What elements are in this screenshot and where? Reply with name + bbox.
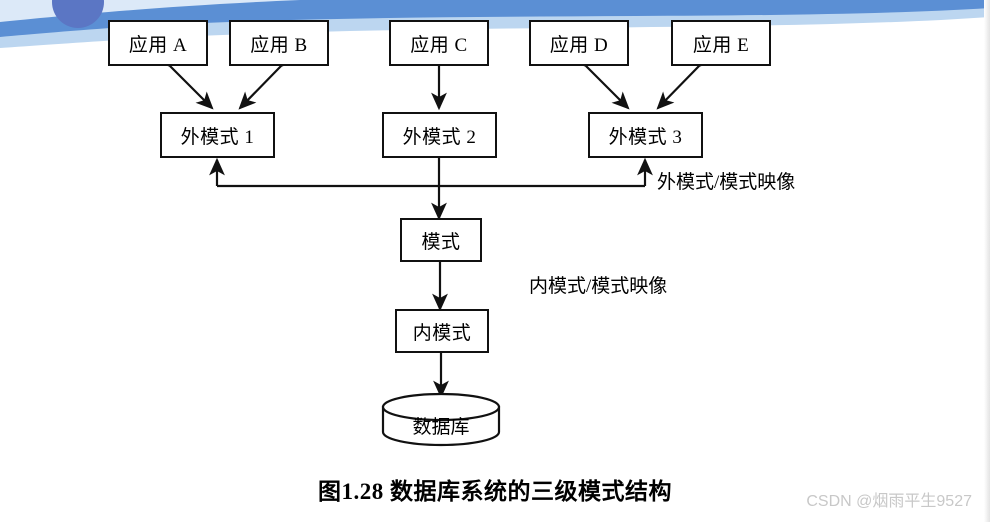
app-box-b[interactable]: 应用 B [229,20,329,66]
external-schema-mapping-text: 外模式/模式映像 [657,172,796,193]
conceptual-schema-label: 模式 [421,231,461,253]
page-right-edge-shadow [984,0,990,522]
csdn-watermark-text: CSDN @烟雨平生9527 [806,493,972,510]
external-schema-box-2[interactable]: 外模式 2 [382,112,497,158]
app-box-a-label: 应用 A [128,34,188,56]
external-schema-mapping-label: 外模式/模式映像 [657,167,795,194]
arrow-app-a-to-external-1 [153,49,214,110]
database-cylinder-shape [381,392,501,447]
conceptual-schema-box[interactable]: 模式 [400,218,482,262]
internal-schema-mapping-text: 内模式/模式映像 [529,276,668,297]
app-box-c[interactable]: 应用 C [389,20,489,66]
diagram-connectors [153,49,716,447]
external-schema-1-label: 外模式 1 [180,126,255,148]
app-box-d[interactable]: 应用 D [529,20,629,66]
internal-schema-mapping-label: 内模式/模式映像 [529,271,667,298]
external-schema-box-3[interactable]: 外模式 3 [588,112,703,158]
arrow-app-d-to-external-3 [569,49,630,110]
app-box-c-label: 应用 C [410,34,468,56]
database-label: 数据库 [383,408,499,442]
arrow-app-b-to-external-1 [238,49,298,110]
figure-caption-text: 图1.28 数据库系统的三级模式结构 [318,479,672,504]
external-schema-2-label: 外模式 2 [402,126,477,148]
external-schema-box-1[interactable]: 外模式 1 [160,112,275,158]
external-schema-3-label: 外模式 3 [608,126,683,148]
app-box-a[interactable]: 应用 A [108,20,208,66]
internal-schema-label: 内模式 [412,322,472,344]
database-label-text: 数据库 [412,416,470,438]
arrow-app-e-to-external-3 [656,49,716,110]
figure-caption: 图1.28 数据库系统的三级模式结构 [0,472,990,506]
app-box-b-label: 应用 B [250,34,308,56]
app-box-d-label: 应用 D [549,34,609,56]
csdn-watermark: CSDN @烟雨平生9527 [806,487,972,511]
app-box-e[interactable]: 应用 E [671,20,771,66]
internal-schema-box[interactable]: 内模式 [395,309,489,353]
app-box-e-label: 应用 E [692,34,750,56]
